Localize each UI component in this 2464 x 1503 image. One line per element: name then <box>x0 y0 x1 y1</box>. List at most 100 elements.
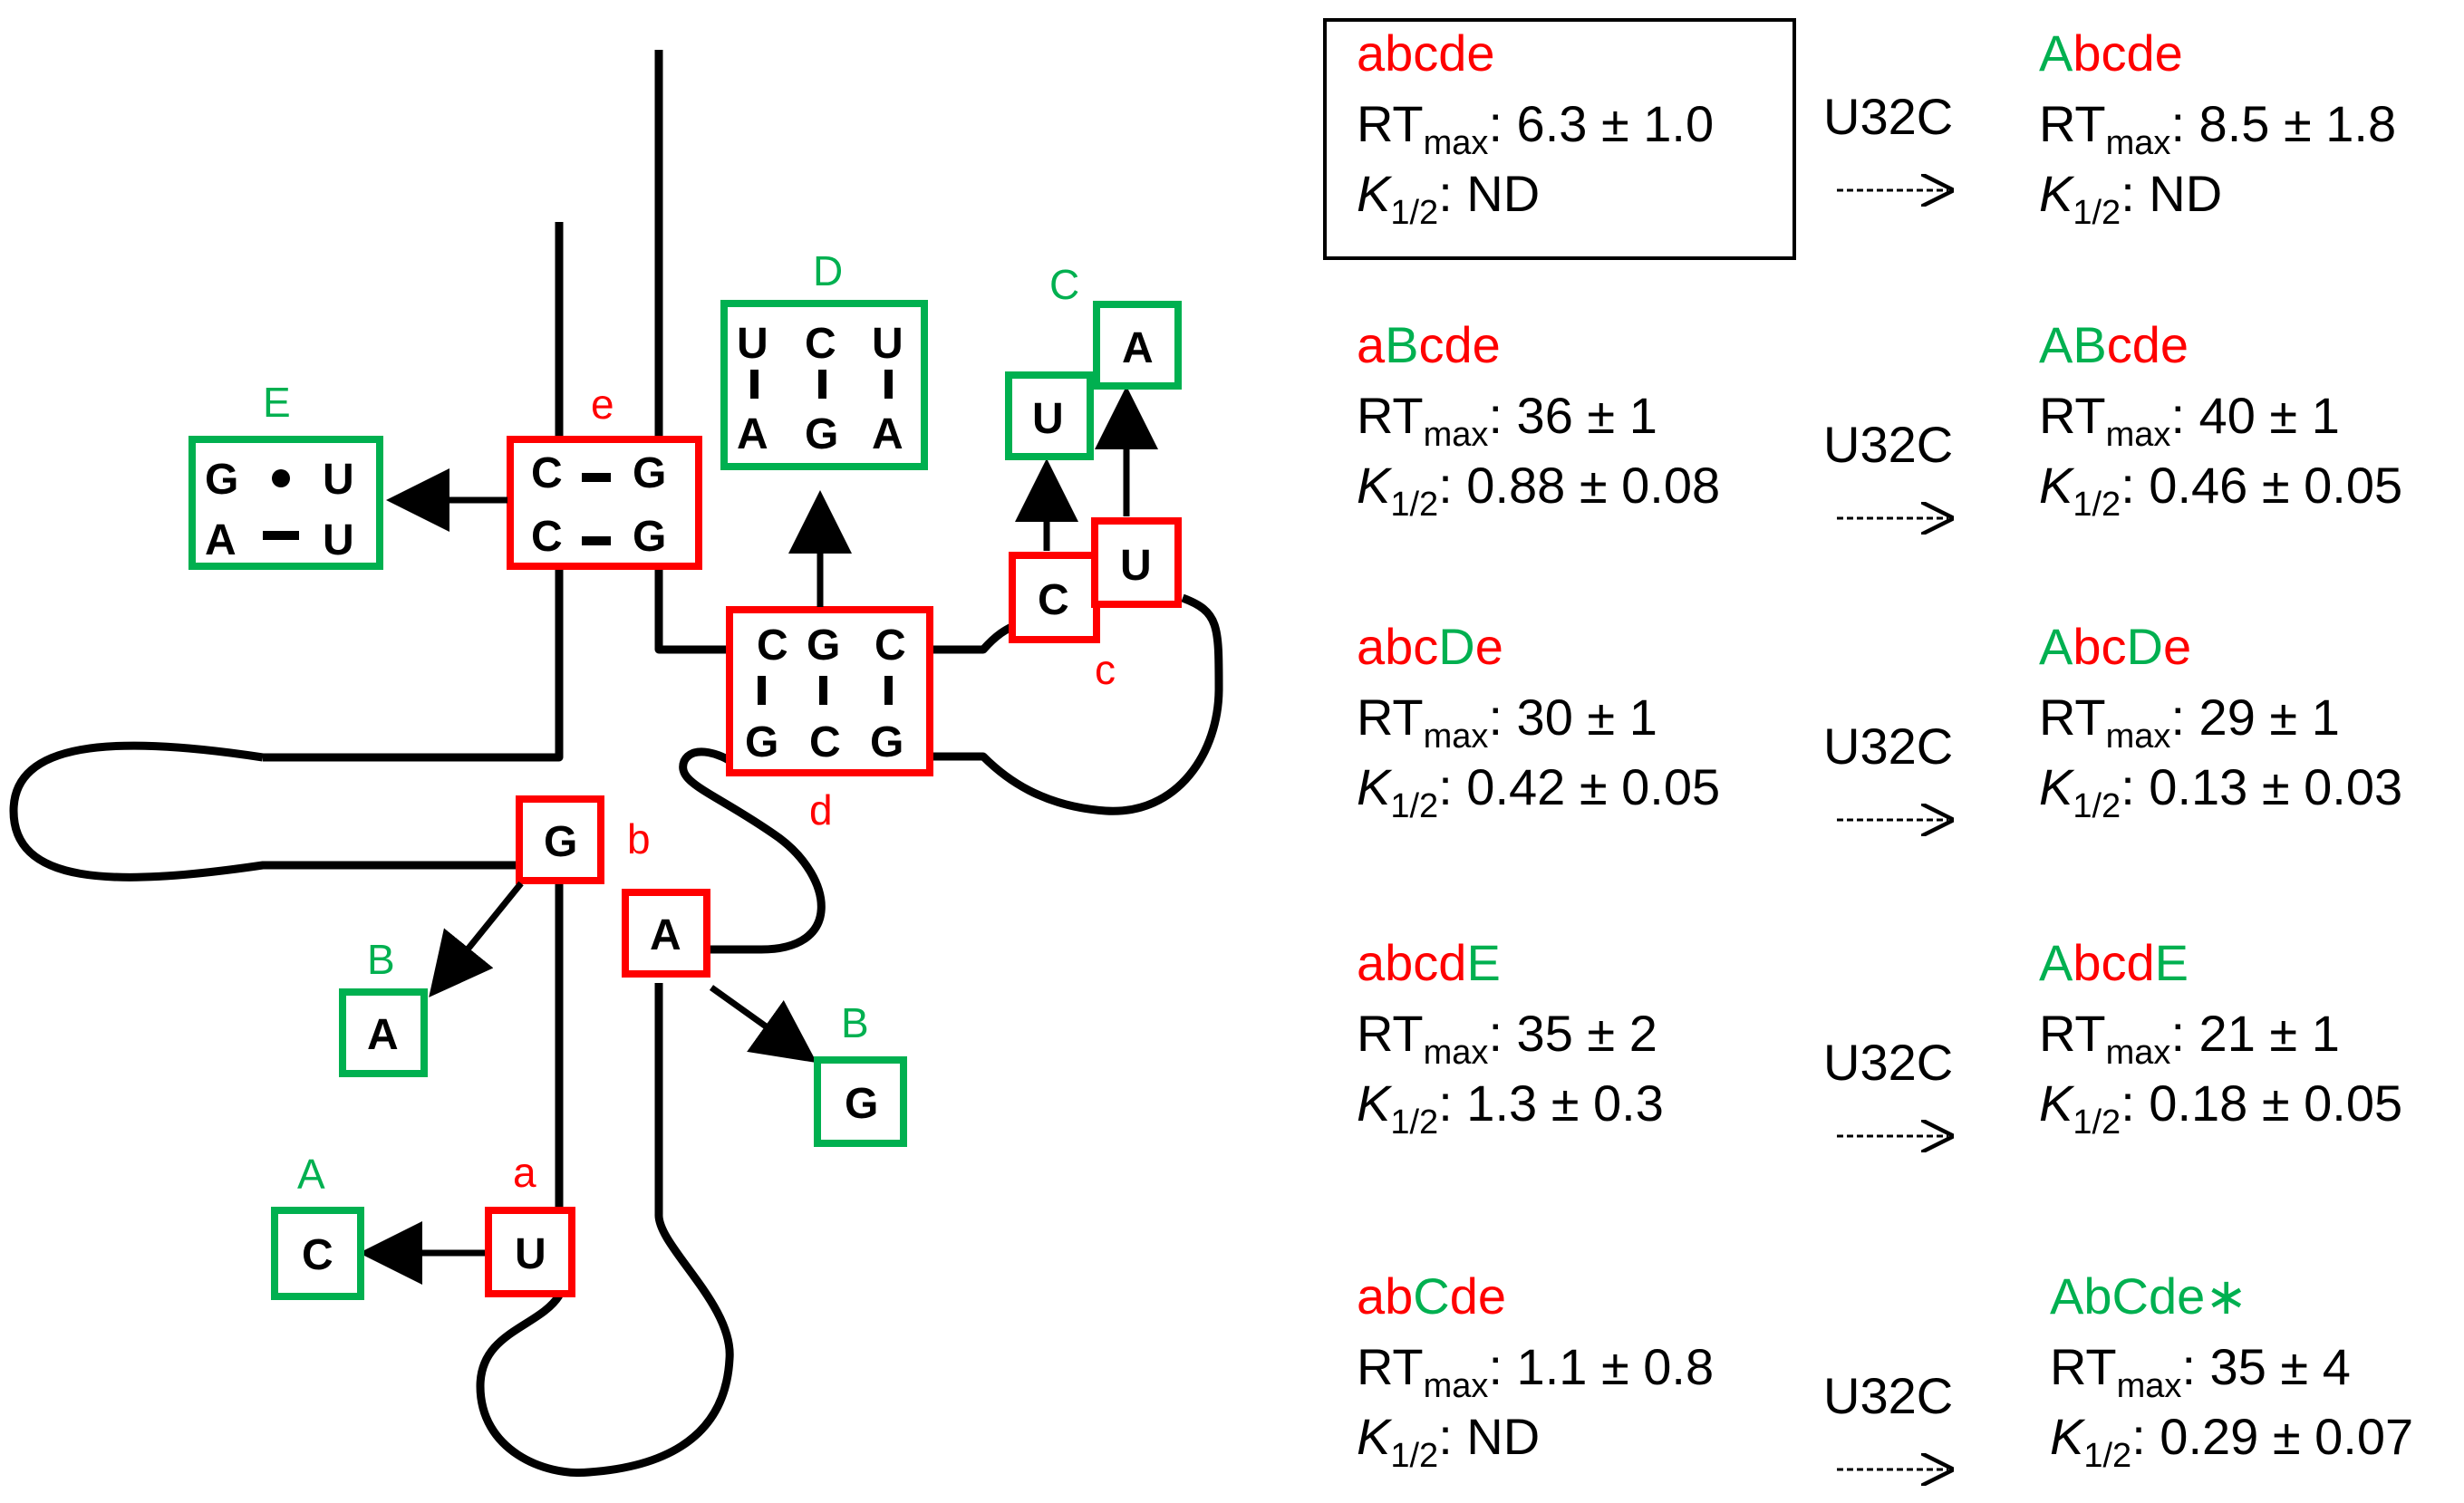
site-e-wt: C G C G e <box>507 381 702 570</box>
k-half-value: K1/2: ND <box>2039 165 2222 232</box>
rt-number: : 35 ± 2 <box>1488 1005 1657 1062</box>
variant-name: AbcDe <box>2039 618 2191 675</box>
e-mut-1-5p: G <box>205 456 238 504</box>
site-b-mut-g: G B <box>814 999 907 1147</box>
rt-max-value: RTmax: 8.5 ± 1.8 <box>2039 95 2396 162</box>
variant-name-part: e <box>1475 618 1503 675</box>
site-d-mut: U C U A G A D <box>720 247 928 470</box>
site-a-label: a <box>513 1149 536 1196</box>
k-number: : ND <box>1438 165 1540 222</box>
site-b-mut-box-g <box>814 1056 907 1147</box>
variant-name-part: abcde <box>1357 24 1495 82</box>
e-wt-1-3p: G <box>633 449 666 497</box>
site-c-mut-box-a <box>1093 301 1182 390</box>
e-bond-1 <box>582 473 611 482</box>
rt-max-value: RTmax: 29 ± 1 <box>2039 689 2340 756</box>
k-subscript: 1/2 <box>1390 486 1438 524</box>
k-half-value: K1/2: 1.3 ± 0.3 <box>1357 1074 1664 1142</box>
k-subscript: 1/2 <box>1390 787 1438 825</box>
rt-symbol: RT <box>1357 95 1424 152</box>
d-bond-2 <box>819 676 827 705</box>
d-mut-top-1: U <box>737 320 768 368</box>
rt-symbol: RT <box>1357 1338 1424 1395</box>
k-half-value: K1/2: 0.46 ± 0.05 <box>2039 457 2402 524</box>
variant-name-part: bc <box>2073 618 2126 675</box>
k-number: : ND <box>2121 165 2222 222</box>
rt-number: : 40 ± 1 <box>2170 387 2339 444</box>
rt-subscript: max <box>1424 1034 1489 1072</box>
loop-bottom <box>476 983 734 1478</box>
e-mut-bond <box>263 531 299 540</box>
variant-name-part: ∗ <box>2205 1267 2247 1325</box>
k-half-value: K1/2: ND <box>1357 1408 1540 1475</box>
k-number: : ND <box>1438 1408 1540 1465</box>
variant-name: abcde <box>1357 24 1495 82</box>
strand-b2 <box>679 747 826 954</box>
rt-number: : 1.1 ± 0.8 <box>1488 1338 1714 1395</box>
d-mut-top-3: U <box>872 320 903 368</box>
site-c-mut: U A C <box>1005 261 1182 460</box>
arrow-b-1 <box>429 881 524 997</box>
rt-max-value: RTmax: 1.1 ± 0.8 <box>1357 1338 1714 1405</box>
variant-name-part: B <box>1385 316 1418 373</box>
site-d-label: d <box>809 786 833 833</box>
k-subscript: 1/2 <box>2073 194 2121 232</box>
rt-max-value: RTmax: 36 ± 1 <box>1357 387 1657 454</box>
site-c-mut-box-u <box>1005 371 1094 460</box>
k-half-value: K1/2: 0.13 ± 0.03 <box>2039 758 2402 825</box>
k-half-value: K1/2: 0.29 ± 0.07 <box>2050 1408 2413 1475</box>
k-half-value: K1/2: 0.88 ± 0.08 <box>1357 457 1720 524</box>
rt-max-value: RTmax: 6.3 ± 1.0 <box>1357 95 1714 162</box>
e-mut-1-3p: U <box>323 456 354 504</box>
variant-name-part: E <box>1466 934 1500 991</box>
site-b-mut-box-a <box>339 988 428 1077</box>
site-b-label: b <box>627 815 651 862</box>
k-half-value: K1/2: 0.18 ± 0.05 <box>2039 1074 2402 1142</box>
rt-subscript: max <box>1424 718 1489 756</box>
variant-name-part: abc <box>1357 618 1438 675</box>
rt-max-value: RTmax: 21 ± 1 <box>2039 1005 2340 1072</box>
e-wt-1-5p: C <box>531 449 563 497</box>
d-mut-bot-1: A <box>737 410 768 458</box>
site-e-mut: G U A U E <box>188 379 383 570</box>
rt-subscript: max <box>2106 718 2171 756</box>
rt-number: : 35 ± 4 <box>2181 1338 2350 1395</box>
rt-number: : 29 ± 1 <box>2170 689 2339 746</box>
mutation-arrow-label: U32C <box>1823 88 1953 145</box>
rt-max-value: RTmax: 35 ± 2 <box>1357 1005 1657 1072</box>
d-wt-top-3: C <box>874 621 906 670</box>
k-symbol: K <box>1357 165 1393 222</box>
rt-symbol: RT <box>2039 95 2106 152</box>
e-wobble-dot <box>272 469 290 487</box>
variant-name-part: ab <box>1357 1267 1413 1325</box>
site-b-mut-label-2: B <box>841 999 869 1046</box>
rt-subscript: max <box>2106 1034 2171 1072</box>
k-symbol: K <box>2039 165 2075 222</box>
variant-name-part: AbCde <box>2050 1267 2205 1325</box>
rt-subscript: max <box>2106 124 2171 162</box>
site-e-mut-box <box>188 436 383 570</box>
c-mut-1: U <box>1032 395 1064 443</box>
k-symbol: K <box>1357 1074 1393 1132</box>
site-c-wt: C U c <box>1009 517 1182 693</box>
k-half-value: K1/2: ND <box>1357 165 1540 232</box>
site-a-box <box>485 1207 575 1297</box>
site-a-mut-box <box>271 1207 364 1300</box>
k-number: : 0.46 ± 0.05 <box>2121 457 2402 514</box>
hairpin-left <box>9 741 521 882</box>
variant-name: AbcdE <box>2039 934 2189 991</box>
variant-name-part: C <box>1413 1267 1449 1325</box>
k-symbol: K <box>2039 758 2075 815</box>
site-d-mut-label: D <box>813 247 843 294</box>
d-mut-bond-3 <box>884 370 893 399</box>
k-subscript: 1/2 <box>2073 1103 2121 1142</box>
variant-name-part: AB <box>2039 316 2107 373</box>
variant-name-part: A <box>2039 934 2073 991</box>
